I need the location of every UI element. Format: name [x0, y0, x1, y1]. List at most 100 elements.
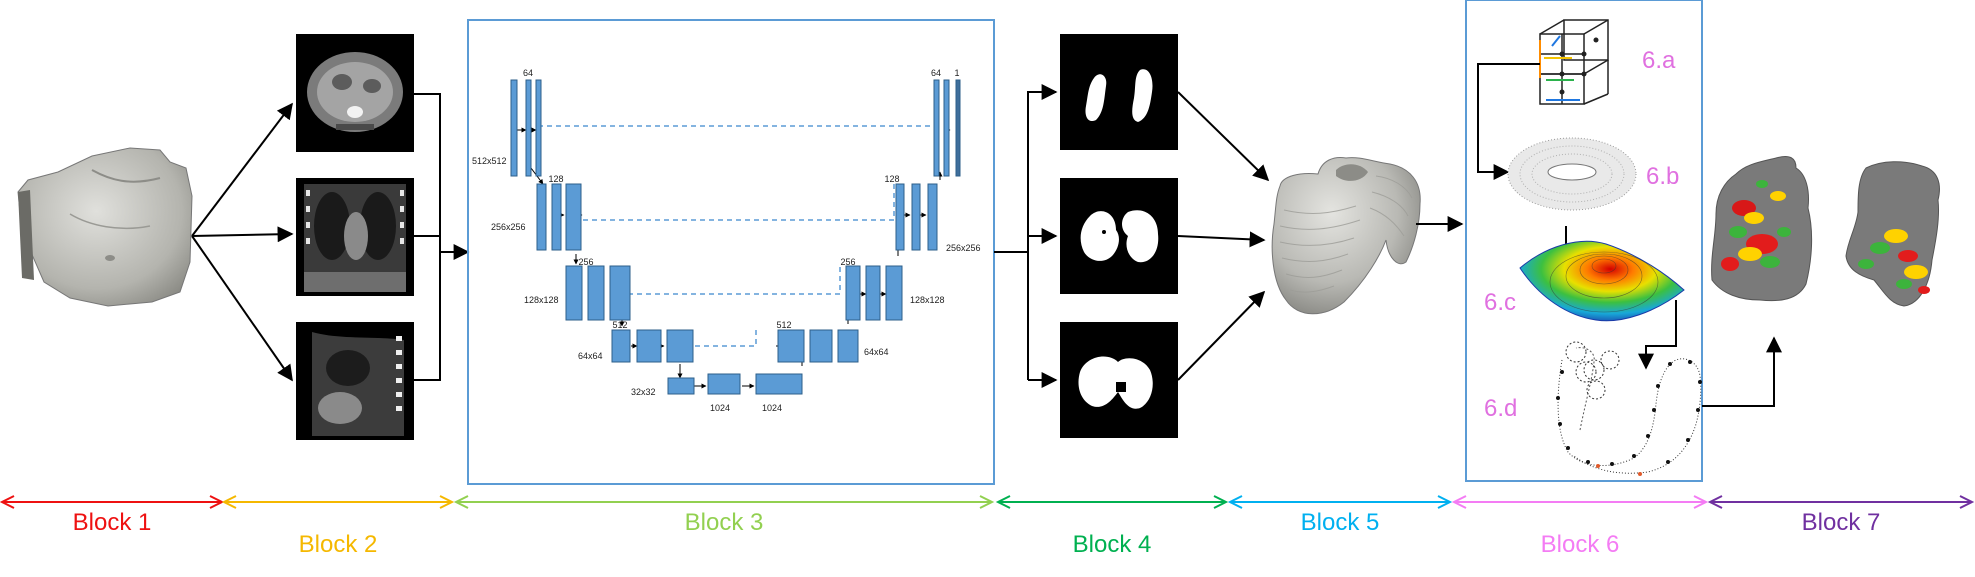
- unet-resolution-label: 512x512: [472, 156, 507, 166]
- block-3-arrowhead-right: [979, 495, 995, 509]
- bracket-block2-to-block3: [414, 93, 470, 381]
- unet-labels: 64 128 256 512 1024 1024 512 256 128 64 …: [472, 68, 981, 413]
- unet-layer: [536, 183, 547, 251]
- unet-channel-label: 256: [578, 257, 593, 267]
- block-2-label: Block 2: [299, 531, 378, 558]
- unet-output-layer: [955, 79, 961, 177]
- substep-label-6b: 6.b: [1646, 163, 1679, 190]
- lung-3d-model: [1271, 157, 1421, 315]
- substep-label-6d: 6.d: [1484, 395, 1517, 422]
- unet-layer: [809, 329, 833, 363]
- unet-channel-label: 128: [884, 174, 899, 184]
- block-6-arrowhead-left: [1451, 495, 1467, 509]
- block-6-label: Block 6: [1541, 531, 1620, 558]
- unet-layer: [551, 183, 562, 251]
- block-7-bracket: Block 7: [1707, 495, 1975, 536]
- block-4-arrowhead-left: [995, 495, 1011, 509]
- lung-mask-2: [1060, 178, 1178, 294]
- lung-mask-3: [1060, 322, 1178, 438]
- arrow-6c-to-6d: [1638, 300, 1677, 370]
- block-2-arrowhead-right: [439, 495, 455, 509]
- unet-channel-label: 512: [612, 320, 627, 330]
- block-6-arrowhead-right: [1693, 495, 1709, 509]
- unet-layer: [707, 373, 741, 395]
- unet-resolution-label: 64x64: [578, 351, 603, 361]
- unet-layer: [636, 329, 662, 363]
- unet-channel-label: 64: [931, 68, 941, 78]
- arrow-6a-to-6b: [1477, 63, 1540, 180]
- unet-layer: [837, 329, 859, 363]
- body-scan-render: [17, 147, 193, 307]
- unet-resolution-label: 256x256: [946, 243, 981, 253]
- block-3-bracket: Block 3: [453, 495, 995, 536]
- unet-panel: [467, 19, 995, 485]
- lung-mask-1: [1060, 34, 1178, 150]
- substep-label-6c: 6.c: [1484, 289, 1516, 316]
- unet-layer: [933, 79, 940, 177]
- lung-heatmap-left: [1711, 155, 1813, 302]
- unet-channel-label: 1: [954, 68, 959, 78]
- unet-layer: [611, 329, 631, 363]
- block-4-label: Block 4: [1073, 531, 1152, 558]
- unet-layer: [565, 265, 583, 321]
- unet-resolution-label: 128x128: [524, 295, 559, 305]
- arrows-block1-to-block2: [191, 102, 294, 382]
- block-4-arrowhead-right: [1213, 495, 1229, 509]
- unet-layer: [755, 373, 803, 395]
- block-4-bracket: Block 4: [995, 495, 1229, 558]
- block-2-arrowhead-left: [221, 495, 237, 509]
- unet-layers: [510, 79, 961, 395]
- unet-layer: [667, 377, 695, 395]
- unet-layer: [865, 265, 881, 321]
- unet-channel-label: 1024: [710, 403, 730, 413]
- unet-layer: [895, 183, 905, 251]
- ct-axial-slice: [296, 34, 414, 152]
- block-1-bracket: Block 1: [0, 495, 225, 536]
- voxel-cube-grid: [1539, 19, 1609, 105]
- unet-layer: [535, 79, 542, 177]
- unet-channel-label: 512: [776, 320, 791, 330]
- block-3-label: Block 3: [685, 509, 764, 536]
- block-1-label: Block 1: [73, 509, 152, 536]
- arrows-block3-to-block4: [994, 84, 1058, 388]
- block-6-bracket: Block 6: [1451, 495, 1709, 558]
- block-1-arrowhead-left: [0, 495, 15, 509]
- block-2-bracket: Block 2: [221, 495, 455, 558]
- processing-panel: [1465, 0, 1703, 482]
- unet-channel-label: 64: [523, 68, 533, 78]
- block-5-arrowhead-left: [1227, 495, 1243, 509]
- arrow-block6-to-block7: [1702, 336, 1782, 407]
- unet-layer: [927, 183, 938, 251]
- unet-layer: [911, 183, 921, 251]
- torus-point-cloud: [1507, 137, 1637, 211]
- unet-layer: [943, 79, 950, 177]
- block-7-arrowhead-right: [1959, 495, 1975, 509]
- centerline-path: [1556, 341, 1702, 476]
- ct-sagittal-slice: [296, 322, 414, 440]
- unet-layer: [777, 329, 805, 363]
- block-3-arrowhead-left: [453, 495, 469, 509]
- block-5-bracket: Block 5: [1227, 495, 1453, 536]
- unet-resolution-label: 256x256: [491, 222, 526, 232]
- unet-layer: [609, 265, 631, 321]
- unet-channel-label: 128: [548, 174, 563, 184]
- substep-label-6a: 6.a: [1642, 47, 1676, 74]
- unet-layer: [510, 79, 518, 177]
- unet-resolution-label: 32x32: [631, 387, 656, 397]
- unet-channel-label: 1024: [762, 403, 782, 413]
- unet-layer: [525, 79, 532, 177]
- block-7-arrowhead-left: [1707, 495, 1723, 509]
- unet-channel-label: 256: [840, 257, 855, 267]
- unet-resolution-label: 64x64: [864, 347, 889, 357]
- unet-layer: [587, 265, 605, 321]
- unet-layer: [565, 183, 582, 251]
- unet-layer: [845, 265, 861, 321]
- heatmap-surface: [1519, 240, 1685, 322]
- ct-coronal-slice: [296, 178, 414, 296]
- block-brackets: Block 1 Block 2 Block 3 Block 4 Block 5 Block…: [0, 495, 1975, 558]
- arrows-block4-to-block5: [1177, 91, 1270, 381]
- block-7-label: Block 7: [1802, 509, 1881, 536]
- block-5-label: Block 5: [1301, 509, 1380, 536]
- unet-resolution-label: 128x128: [910, 295, 945, 305]
